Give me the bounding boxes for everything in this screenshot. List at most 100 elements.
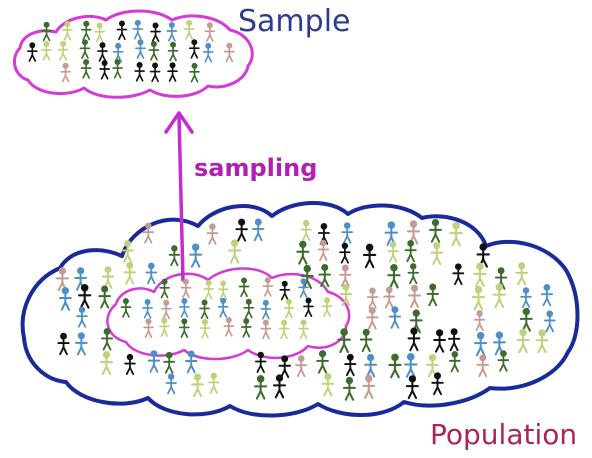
sample-person	[179, 318, 190, 338]
population-person	[100, 351, 113, 375]
population-person	[409, 309, 423, 334]
population-person	[317, 239, 330, 261]
population-person	[184, 350, 198, 374]
population-person	[449, 221, 463, 247]
sampling-label: sampling	[194, 154, 318, 182]
population-person	[387, 241, 399, 263]
sample-person	[180, 278, 192, 299]
population-person	[77, 284, 92, 309]
sample-person	[189, 62, 200, 83]
sample-person	[112, 59, 123, 79]
population-person	[492, 331, 506, 356]
population-person	[341, 222, 354, 244]
sample-person	[303, 297, 314, 318]
sample-person	[167, 41, 179, 62]
population-person	[272, 374, 287, 399]
sample-person	[238, 277, 250, 298]
population-person	[366, 287, 379, 309]
sample-person	[298, 278, 309, 298]
sample-person	[99, 59, 110, 80]
sample-label: Sample	[238, 4, 351, 39]
population-person	[101, 266, 115, 289]
sample-person	[279, 280, 291, 301]
population-person	[321, 373, 335, 397]
sample-person	[149, 62, 161, 83]
sample-person	[217, 280, 229, 300]
population-person	[407, 327, 421, 352]
sample-person	[188, 39, 200, 59]
sample-person	[41, 21, 52, 42]
population-person	[163, 351, 176, 374]
population-person	[535, 329, 549, 354]
sample-person	[278, 319, 290, 340]
population-person	[388, 353, 402, 379]
population-person	[206, 223, 219, 245]
sample-person	[199, 319, 211, 339]
sample-person	[202, 42, 214, 63]
sample-person	[134, 62, 145, 82]
sample-person	[203, 279, 214, 300]
population-person	[383, 286, 396, 309]
population-person	[339, 242, 351, 264]
population-person	[405, 375, 419, 400]
population-person	[359, 328, 373, 353]
population-person	[520, 287, 532, 309]
sample-person	[260, 319, 272, 340]
population-person	[473, 262, 487, 287]
population-person	[497, 350, 510, 372]
population-person	[57, 332, 70, 356]
population-person	[408, 284, 421, 309]
population-person	[364, 353, 378, 378]
population-person	[492, 283, 507, 308]
population-person	[296, 240, 310, 265]
population-person	[474, 331, 488, 357]
population-person	[254, 351, 267, 373]
population-person	[476, 243, 490, 268]
population-person	[452, 263, 465, 286]
population-person	[142, 222, 155, 244]
population-person	[228, 239, 242, 264]
sample-person	[179, 297, 190, 318]
population-label: Population	[430, 418, 578, 451]
sample-person	[41, 41, 52, 61]
population-person	[316, 350, 329, 374]
sample-person	[262, 277, 274, 297]
population-person	[448, 350, 461, 373]
sample-person	[240, 317, 252, 338]
sample-person	[183, 20, 195, 40]
population-person	[300, 219, 312, 242]
population-person	[75, 332, 88, 356]
population-person	[168, 245, 181, 267]
population-person	[253, 375, 268, 400]
sample-person	[120, 298, 132, 318]
sample-person	[57, 40, 69, 61]
population-person	[388, 306, 402, 329]
population-person	[295, 355, 308, 377]
sample-person	[224, 42, 235, 63]
population-person	[543, 310, 556, 333]
population-person	[252, 218, 265, 242]
population-person	[100, 328, 114, 351]
population-person	[339, 264, 352, 287]
sample-person	[160, 299, 172, 320]
sample-person	[79, 39, 91, 59]
population-person	[433, 329, 446, 353]
population-person	[235, 218, 248, 242]
population-person	[318, 263, 332, 288]
population-person	[123, 261, 136, 285]
sampling-arrow	[164, 111, 194, 282]
sample-person	[159, 278, 170, 299]
sample-person	[62, 20, 73, 41]
population-person	[429, 218, 442, 243]
sample-cloud	[12, 9, 254, 99]
population-person	[337, 328, 351, 354]
sample-person	[243, 298, 255, 319]
sample-person	[199, 299, 210, 320]
population-person	[362, 374, 376, 400]
population-person	[473, 310, 486, 332]
population-person	[366, 307, 379, 330]
population-person	[98, 285, 111, 309]
population-person	[145, 262, 158, 285]
sample-person	[97, 42, 108, 62]
